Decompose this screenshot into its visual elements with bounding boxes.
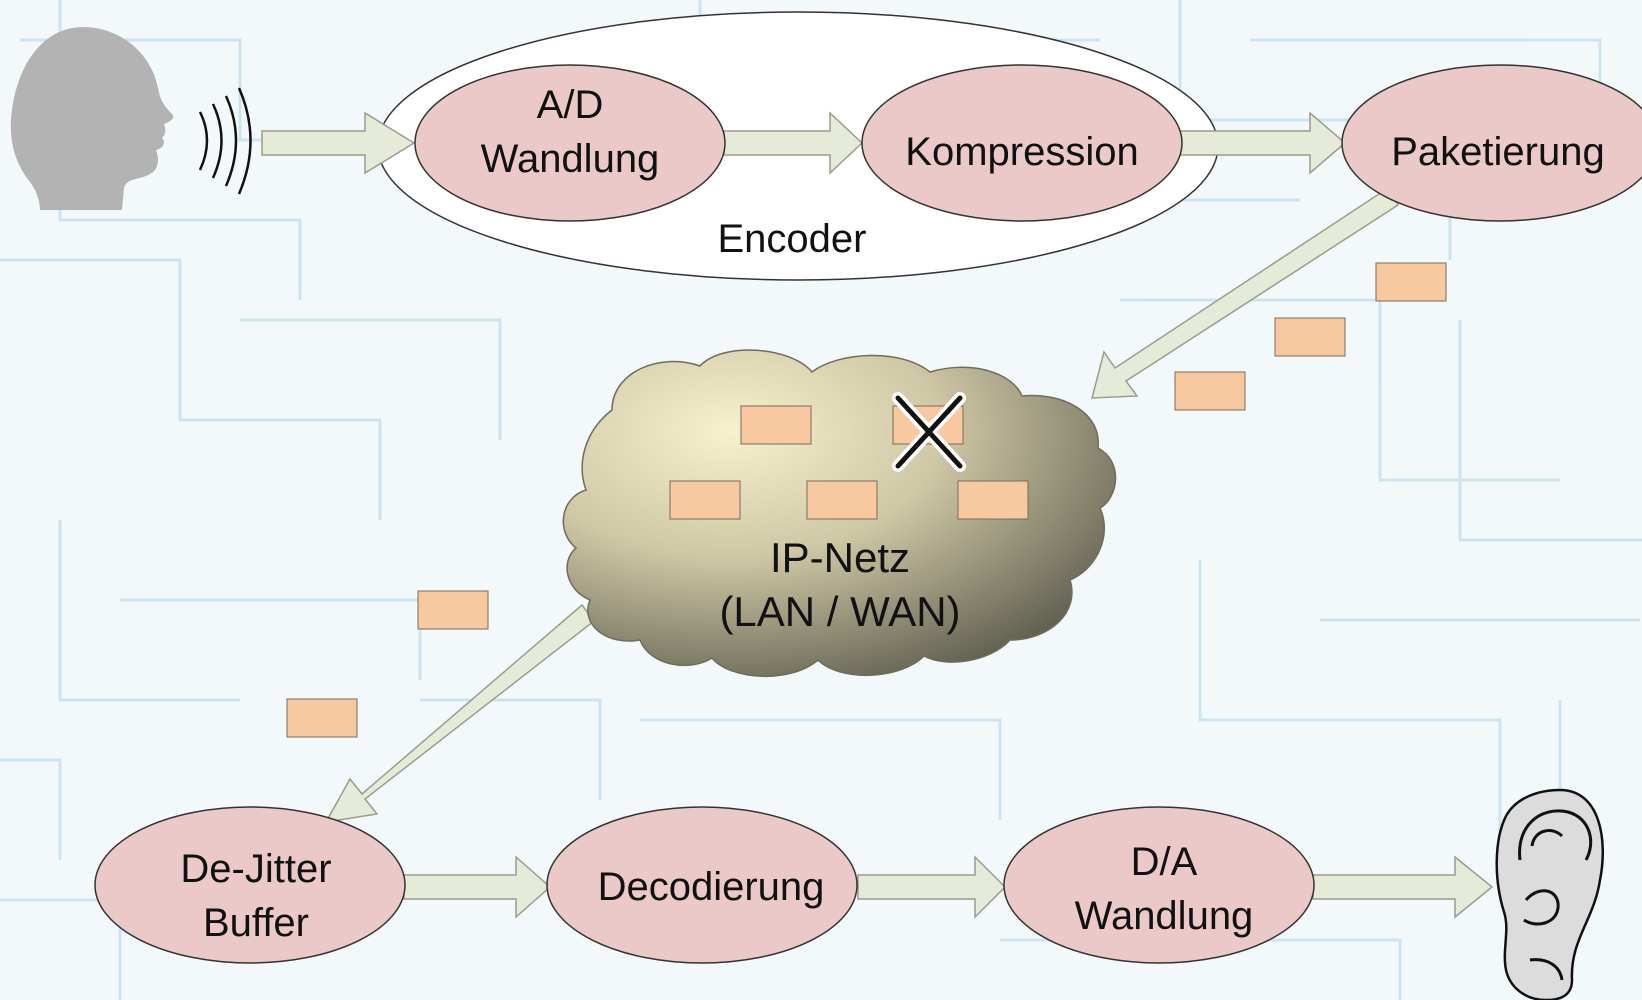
packet <box>806 480 878 520</box>
sound-waves-icon <box>198 87 252 195</box>
speaking-head-icon <box>10 27 174 211</box>
node-ad-line1: A/D <box>537 83 604 127</box>
packet <box>417 590 489 630</box>
node-da: D/A Wandlung <box>1003 806 1315 964</box>
node-kompression-label: Kompression <box>905 130 1138 174</box>
packet <box>669 480 741 520</box>
x-mark-icon <box>892 392 966 472</box>
node-paketierung-label: Paketierung <box>1391 130 1604 174</box>
packet <box>957 480 1029 520</box>
arrow-da-to-ear <box>1312 855 1494 919</box>
ear-icon <box>1495 788 1604 1000</box>
network-line1: IP-Netz <box>770 534 910 581</box>
arrow-decodierung-to-da <box>857 855 1007 919</box>
packet <box>740 405 812 445</box>
packets-in-transit-2 <box>286 590 489 738</box>
node-decodierung: Decodierung <box>546 806 858 964</box>
node-da-line2: Wandlung <box>1075 894 1254 938</box>
packet <box>286 698 358 738</box>
arrow-dejitter-to-decodierung <box>403 855 552 919</box>
node-paketierung: Paketierung <box>1341 64 1642 222</box>
node-da-line1: D/A <box>1131 840 1198 884</box>
packet <box>1375 262 1447 302</box>
flow-arrows <box>261 111 1494 919</box>
node-dejitter-line1: De-Jitter <box>180 847 331 891</box>
arrow-ad-to-kompression <box>723 111 864 175</box>
arrow-head-to-ad <box>261 111 416 175</box>
node-dejitter: De-Jitter Buffer <box>94 806 406 964</box>
arrow-kompression-to-paketierung <box>1164 111 1347 175</box>
node-dejitter-line2: Buffer <box>203 901 309 945</box>
packet <box>1274 317 1346 357</box>
packets-in-transit-1 <box>1174 262 1447 411</box>
node-ad-line2: Wandlung <box>481 137 660 181</box>
arrow-network-to-dejitter <box>324 603 596 823</box>
ip-network-cloud: IP-Netz (LAN / WAN) <box>562 349 1117 677</box>
arrow-paketierung-to-network <box>1091 186 1400 399</box>
node-decodierung-label: Decodierung <box>598 865 825 909</box>
node-ad: A/D Wandlung <box>414 64 726 222</box>
node-kompression: Kompression <box>861 64 1183 222</box>
encoder-label: Encoder <box>718 217 867 261</box>
network-line2: (LAN / WAN) <box>719 588 960 635</box>
packet <box>1174 371 1246 411</box>
